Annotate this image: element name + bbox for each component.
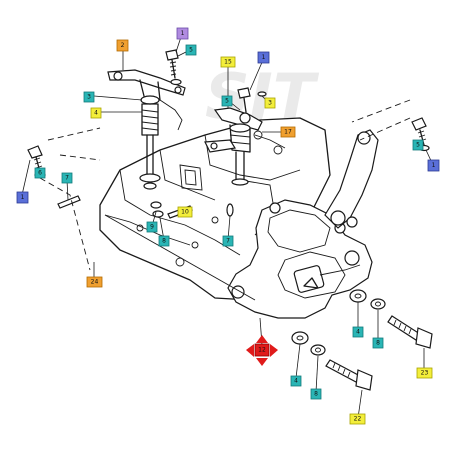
callout-4[interactable]: 4	[90, 107, 102, 119]
callout-1-blue-top[interactable]: 1	[257, 51, 270, 64]
svg-text:5: 5	[225, 98, 229, 105]
callout-10[interactable]: 10	[177, 206, 193, 218]
svg-text:1: 1	[21, 194, 25, 201]
svg-text:4: 4	[294, 378, 298, 385]
callout-12[interactable]: 12	[246, 335, 278, 366]
callout-8[interactable]: 8	[158, 235, 170, 247]
callout-9[interactable]: 9	[146, 221, 158, 233]
callout-15[interactable]: 15	[220, 56, 236, 68]
svg-text:8: 8	[376, 340, 380, 347]
svg-text:3: 3	[268, 100, 272, 107]
callout-4-bottom[interactable]: 4	[290, 375, 302, 387]
callout-17[interactable]: 17	[280, 126, 296, 138]
svg-text:23: 23	[421, 370, 429, 377]
callout-5-center[interactable]: 5	[221, 95, 233, 107]
svg-text:5: 5	[189, 47, 193, 54]
svg-text:1: 1	[181, 30, 185, 37]
svg-text:17: 17	[284, 129, 292, 136]
callout-24[interactable]: 24	[86, 276, 103, 288]
svg-text:7: 7	[65, 175, 69, 182]
svg-text:6: 6	[38, 170, 42, 177]
callout-8-lower[interactable]: 8	[372, 337, 384, 349]
svg-text:22: 22	[354, 416, 362, 423]
callout-3-center[interactable]: 3	[264, 97, 276, 109]
dashed-guides	[47, 99, 411, 161]
svg-text:3: 3	[87, 94, 91, 101]
svg-text:8: 8	[314, 391, 318, 398]
svg-text:7: 7	[226, 238, 230, 245]
callout-1[interactable]: 1	[176, 27, 189, 40]
svg-text:5: 5	[416, 142, 420, 149]
svg-text:24: 24	[91, 279, 99, 286]
svg-text:1: 1	[262, 54, 266, 61]
svg-text:15: 15	[224, 59, 232, 66]
svg-text:4: 4	[94, 110, 98, 117]
mounting-bracket	[324, 129, 379, 229]
callout-8-bottom[interactable]: 8	[310, 388, 322, 400]
pin-left	[57, 195, 81, 209]
callout-23[interactable]: 23	[416, 367, 433, 379]
center-lever-assembly	[204, 107, 286, 186]
callout-7-center[interactable]: 7	[222, 235, 234, 247]
left-lever-assembly	[107, 69, 186, 190]
callout-5[interactable]: 5	[185, 44, 197, 56]
callout-6[interactable]: 6	[34, 167, 46, 179]
callout-2[interactable]: 2	[116, 39, 129, 52]
screw-top-left	[165, 49, 182, 86]
front-cover	[227, 199, 373, 319]
svg-text:2: 2	[121, 42, 125, 49]
callout-1-blue-right[interactable]: 1	[427, 159, 440, 172]
svg-text:9: 9	[150, 224, 154, 231]
svg-text:8: 8	[162, 238, 166, 245]
callout-4-lower[interactable]: 4	[352, 326, 364, 338]
callout-5-right[interactable]: 5	[412, 139, 424, 151]
svg-text:10: 10	[181, 209, 189, 216]
callout-1-blue-left[interactable]: 1	[16, 191, 29, 204]
washers-bolt-lower	[291, 331, 373, 391]
screw-top-center	[237, 87, 267, 113]
washers-bolt-upper	[349, 289, 433, 349]
svg-text:4: 4	[356, 329, 360, 336]
callout-7-pin[interactable]: 7	[61, 172, 73, 184]
svg-text:1: 1	[432, 162, 436, 169]
callout-22[interactable]: 22	[349, 413, 366, 425]
svg-text:12: 12	[258, 347, 266, 354]
callout-3[interactable]: 3	[83, 91, 95, 103]
